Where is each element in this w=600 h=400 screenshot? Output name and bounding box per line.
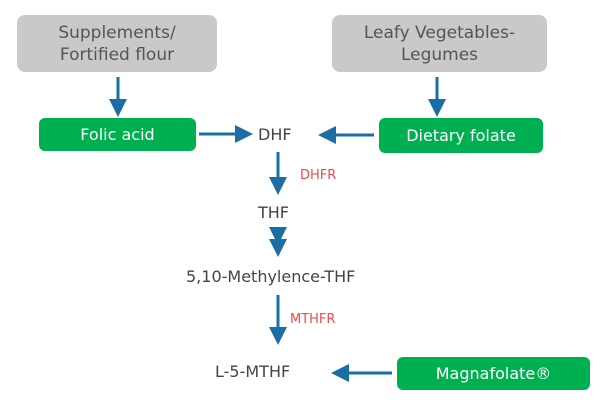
magnafolate-box: Magnafolate®: [397, 357, 590, 390]
leafy-line1: Leafy Vegetables-: [363, 22, 516, 43]
dhf-label: DHF: [258, 125, 292, 144]
supplements-box: Supplements/ Fortified flour: [17, 15, 217, 72]
dietary-folate-box: Dietary folate: [379, 118, 543, 153]
dhfr-enzyme-label: DHFR: [300, 168, 337, 183]
folic-acid-box: Folic acid: [39, 118, 196, 151]
methylene-thf-label: 5,10-Methylence-THF: [186, 267, 356, 286]
magnafolate-label: Magnafolate®: [435, 364, 552, 383]
leafy-vegetables-box: Leafy Vegetables- Legumes: [332, 15, 547, 72]
supplements-line2: Fortified flour: [59, 44, 175, 65]
folic-acid-label: Folic acid: [80, 125, 155, 144]
l-5-mthf-label: L-5-MTHF: [215, 362, 291, 381]
dietary-folate-label: Dietary folate: [406, 126, 516, 145]
supplements-line1: Supplements/: [58, 22, 176, 43]
thf-label: THF: [258, 203, 290, 222]
mthfr-enzyme-label: MTHFR: [290, 312, 336, 327]
leafy-line2: Legumes: [400, 44, 479, 65]
